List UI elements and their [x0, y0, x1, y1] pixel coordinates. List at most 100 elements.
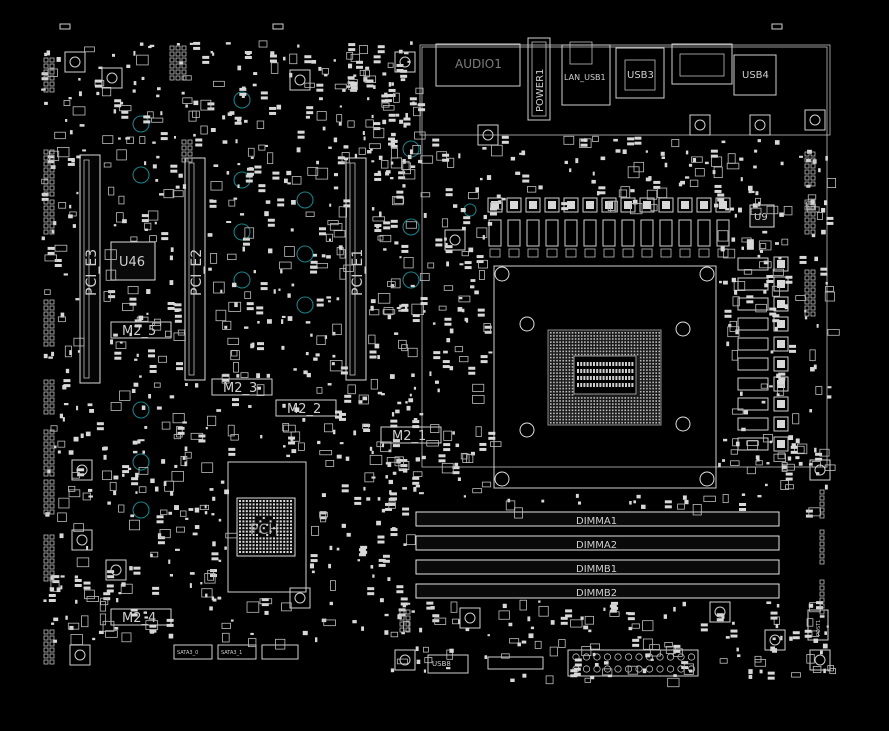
cpu-pin [596, 347, 599, 350]
cpu-pin [568, 363, 571, 365]
smd-resistor [174, 314, 182, 318]
cpu-pin [593, 341, 595, 343]
smd-part [462, 453, 470, 464]
cpu-center-pad [612, 362, 615, 366]
cpu-pin [655, 403, 657, 405]
smd-resistor [412, 425, 420, 429]
pch-ball [283, 544, 286, 547]
pch-ball [273, 506, 275, 509]
pch-ball [283, 547, 286, 550]
pch-ball [245, 513, 248, 516]
smd-resistor [131, 482, 139, 486]
cpu-pin [581, 415, 583, 418]
fan-header-pin1 [809, 114, 821, 126]
smd-pad [457, 477, 461, 482]
smd-pad [146, 289, 151, 295]
smd-pad [517, 642, 521, 647]
cpu-pin [639, 372, 642, 374]
cpu-pin [568, 387, 571, 390]
smd-resistor [114, 351, 122, 355]
cpu-pin [562, 375, 564, 377]
cpu-pin [624, 350, 626, 353]
cpu-pin [627, 421, 630, 424]
smd-pad [207, 233, 213, 237]
smd-part [116, 149, 127, 161]
cpu-pin [577, 418, 580, 421]
cpu-pin [587, 400, 589, 402]
smd-part [692, 504, 702, 516]
cpu-pin [605, 421, 608, 424]
smd-pad [194, 525, 200, 529]
smd-pad [402, 487, 407, 490]
cpu-pin [550, 359, 552, 362]
cpu-pin [658, 415, 661, 418]
smd-pad [454, 462, 459, 467]
smd-pad [590, 675, 595, 680]
smd-pad [222, 115, 226, 120]
smd-part [755, 460, 763, 466]
cpu-center-pad [628, 362, 631, 366]
cpu-center-pad [615, 369, 618, 373]
smd-pad [645, 653, 650, 658]
cpu-pin [608, 415, 611, 418]
cpu-pin [565, 341, 568, 343]
smd-pad [737, 207, 742, 213]
smd-pad [418, 492, 424, 495]
cpu-center-pad [583, 362, 586, 366]
smd-resistor [730, 634, 738, 638]
cpu-pin [621, 353, 623, 356]
smd-pad [332, 354, 336, 358]
cpu-pin [571, 353, 574, 356]
smd-part [231, 349, 238, 357]
smd-pad [814, 256, 819, 262]
smd-part [240, 372, 249, 378]
smd-resistor [269, 106, 277, 110]
cpu-pin [565, 409, 568, 412]
cpu-center-pad [577, 383, 579, 387]
smd-part [783, 205, 793, 216]
smd-pad [821, 229, 826, 235]
smd-part [729, 320, 737, 332]
smd-part [244, 291, 252, 299]
smd-pad [391, 412, 395, 417]
smd-part [815, 386, 823, 395]
smd-pad [213, 164, 219, 167]
cpu-pin [556, 347, 558, 350]
cpu-pin [605, 341, 608, 343]
cpu-pin [624, 412, 626, 415]
smd-part [649, 644, 660, 650]
smd-pad [125, 137, 131, 140]
cpu-pin [568, 369, 571, 371]
smd-pad [253, 72, 258, 76]
cpu-center-pad [609, 369, 611, 373]
cpu-pin [624, 341, 626, 343]
smd-pad [326, 296, 332, 299]
header-pin [49, 179, 55, 185]
cpu-pin [553, 387, 555, 390]
cpu-center-pad [593, 376, 595, 380]
smd-resistor [360, 545, 368, 549]
header-pin [187, 145, 193, 151]
smd-pad [459, 263, 464, 266]
smd-part [159, 529, 171, 539]
header-pin [175, 45, 181, 51]
pch-ball [266, 503, 269, 506]
smd-part [227, 253, 237, 261]
smd-pad [455, 443, 460, 448]
smd-part [490, 441, 502, 447]
smd-resistor [767, 671, 775, 675]
cpu-center-pad [586, 369, 589, 373]
smd-pad [399, 119, 404, 124]
smd-part [381, 102, 390, 108]
header-pin [43, 485, 49, 491]
cpu-pin [615, 421, 617, 424]
cpu-pin [571, 390, 574, 393]
smd-resistor [258, 189, 266, 193]
cpu-pin [577, 400, 580, 402]
socket-corner-mark [699, 266, 715, 282]
cpu-pin [658, 381, 661, 384]
cpu-pin [562, 332, 564, 334]
cpu-pin [624, 338, 626, 340]
pch-ball [245, 551, 248, 553]
m2-3-label: M2_3 [223, 381, 257, 396]
